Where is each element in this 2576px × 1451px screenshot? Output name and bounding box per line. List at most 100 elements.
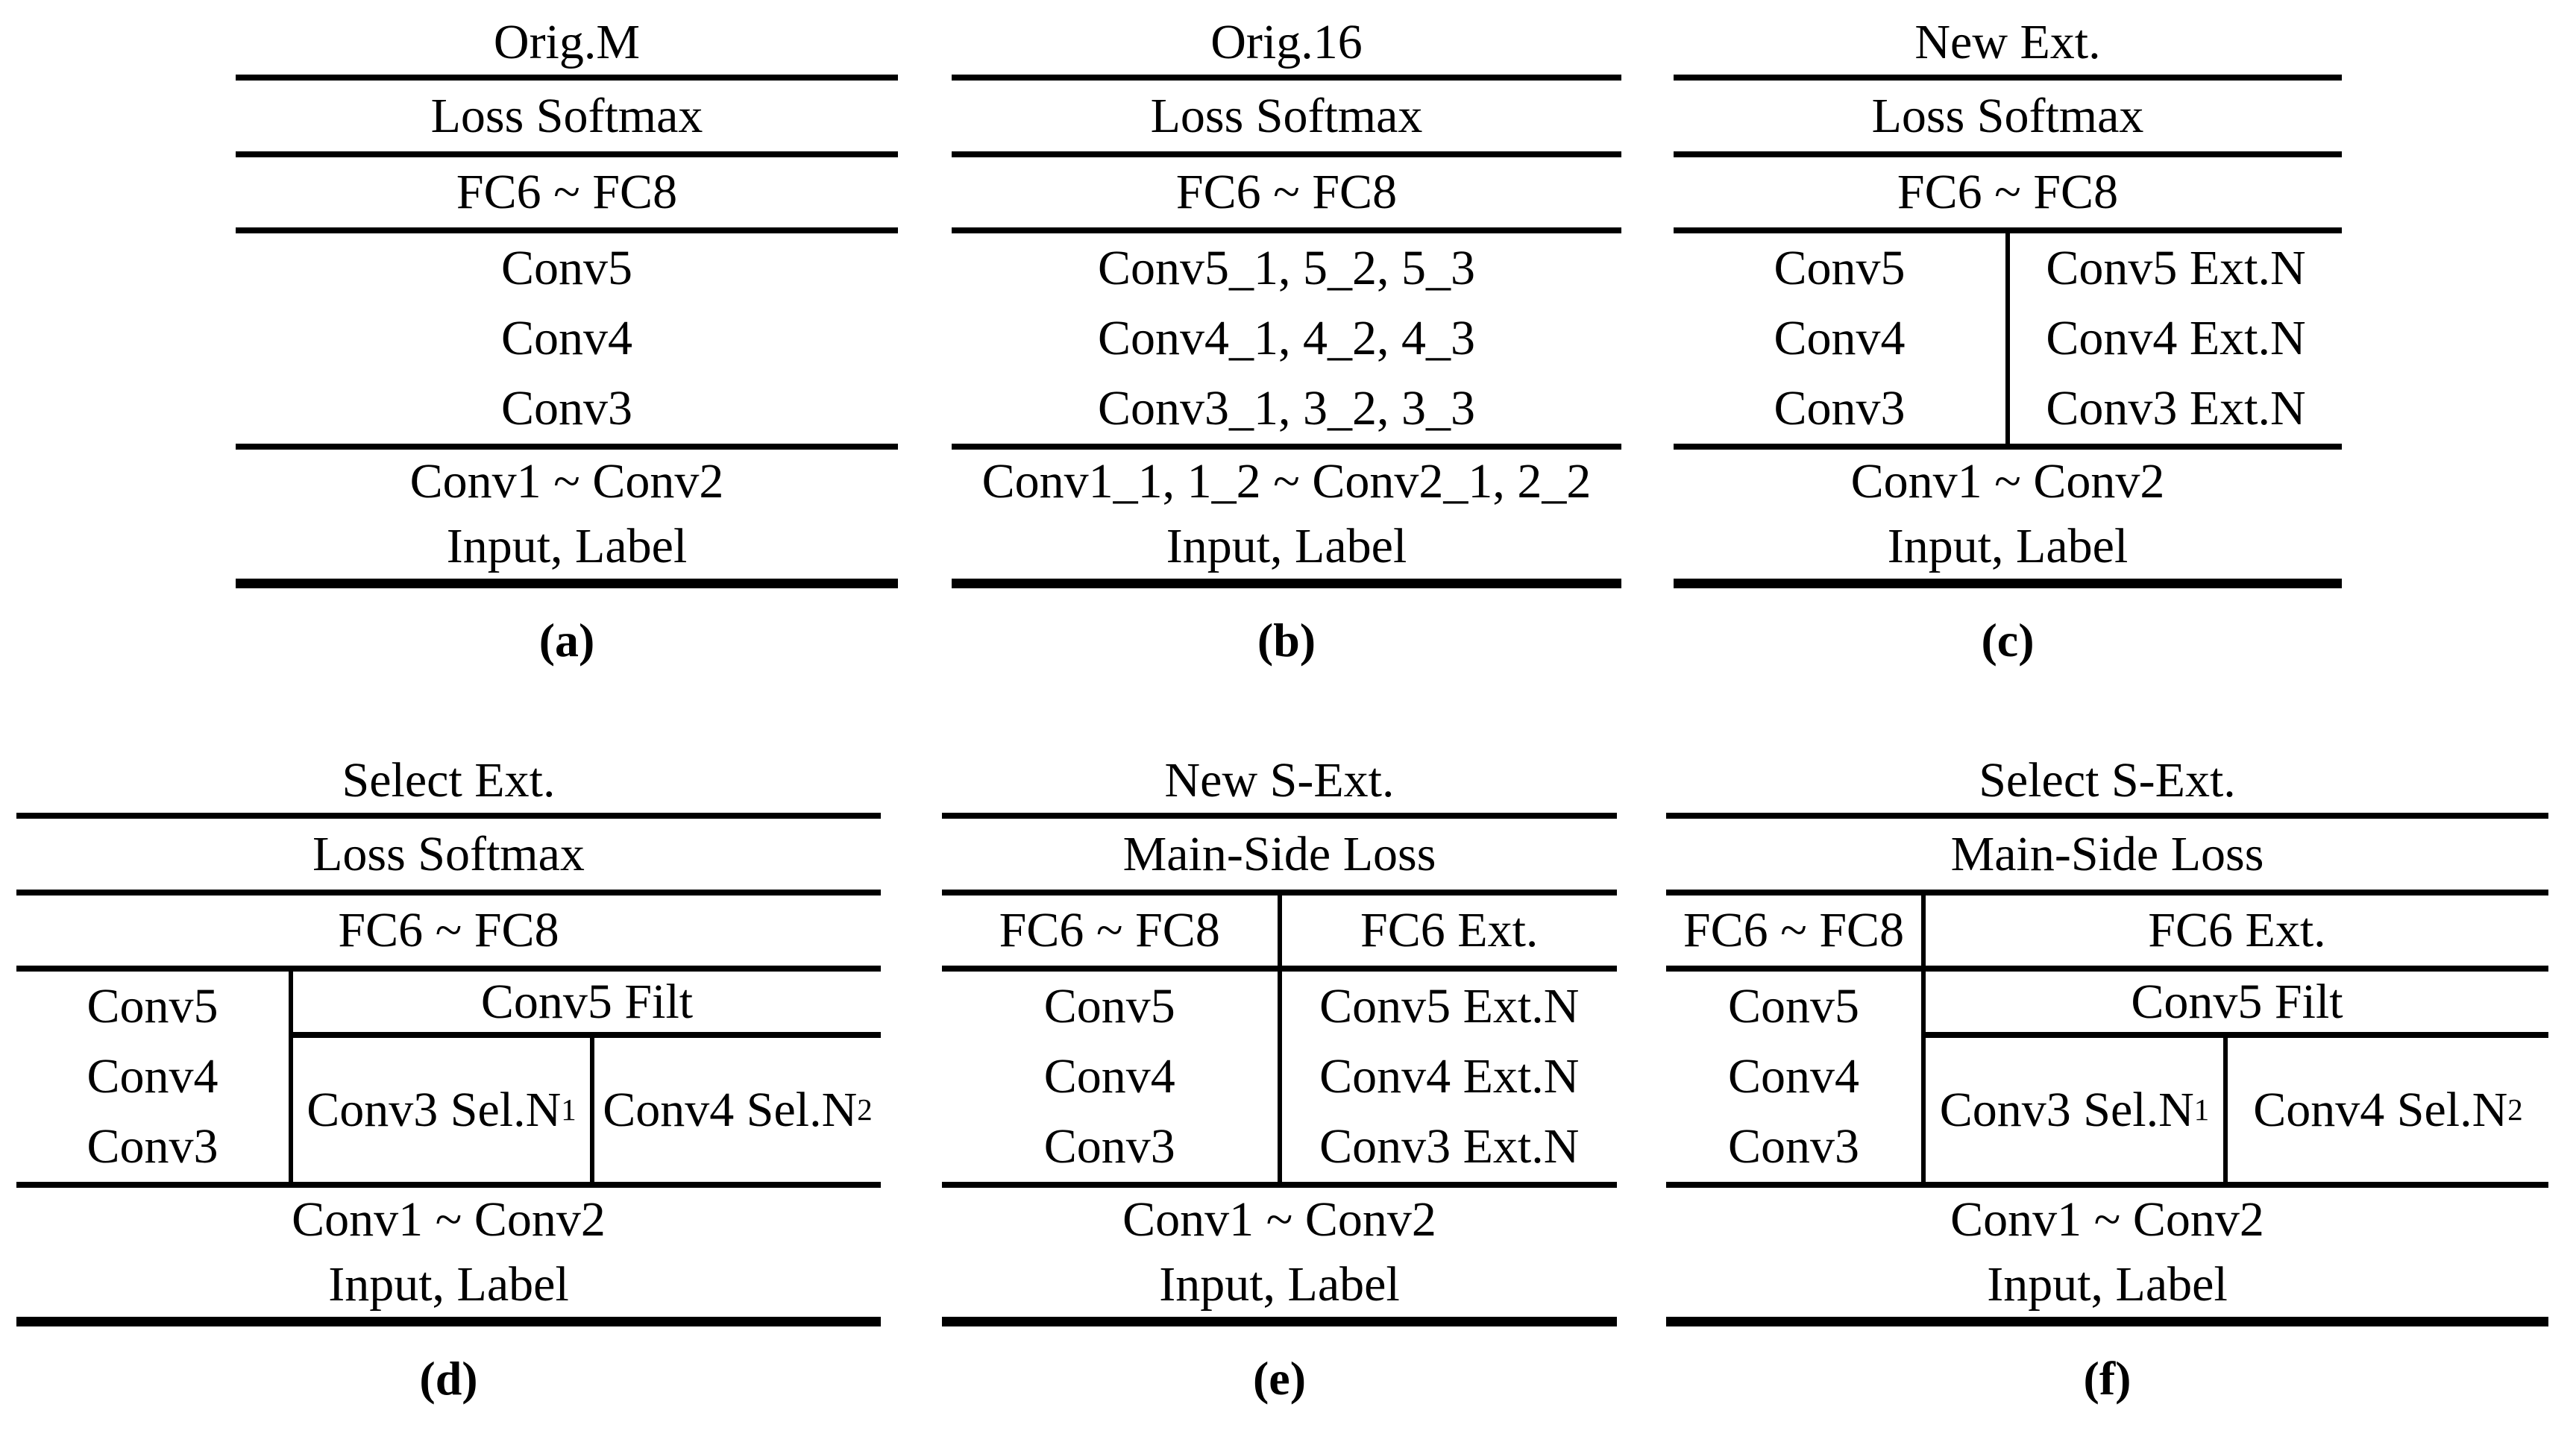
panel-new-s-ext: New S-Ext. Main-Side Loss FC6 ~ FC8 FC6 …	[942, 738, 1617, 1431]
horizontal-rule	[1674, 75, 2342, 81]
conv-ext-layer-label: Conv3 Ext.N	[2046, 381, 2306, 435]
horizontal-rule	[942, 813, 1617, 819]
conv-ext-layer-label: Conv4 Ext.N	[1319, 1049, 1580, 1104]
horizontal-rule	[942, 1182, 1617, 1188]
horizontal-rule	[1926, 1032, 2548, 1038]
lower-conv-label: Conv1 ~ Conv2	[1850, 454, 2165, 509]
conv-layer-label: Conv3	[1727, 1119, 1860, 1174]
horizontal-rule	[16, 966, 881, 972]
horizontal-rule	[942, 966, 1617, 972]
conv-layer-label: Conv3	[500, 381, 633, 435]
loss-layer-label: Main-Side Loss	[1950, 826, 2264, 881]
input-label: Input, Label	[446, 518, 688, 573]
lower-conv-label: Conv1 ~ Conv2	[292, 1192, 606, 1247]
loss-layer-label: Loss Softmax	[430, 88, 703, 143]
main-conv-column: Conv5 Conv4 Conv3	[1666, 972, 1921, 1182]
horizontal-rule	[1666, 813, 2548, 819]
loss-layer-label: Loss Softmax	[312, 826, 585, 881]
conv-layer-label: Conv3	[87, 1119, 219, 1174]
panel-caption: (d)	[419, 1352, 478, 1405]
vertical-rule	[1921, 972, 1926, 1182]
bottom-rule	[16, 1317, 881, 1326]
vertical-rule	[1277, 972, 1282, 1182]
ext-conv-column: Conv5 Ext.N Conv4 Ext.N Conv3 Ext.N	[2010, 233, 2342, 444]
horizontal-rule	[942, 890, 1617, 896]
fc-layers-label: FC6 ~ FC8	[338, 903, 559, 957]
fc-layers-label: FC6 ~ FC8	[1175, 165, 1398, 219]
input-label: Input, Label	[328, 1256, 569, 1312]
horizontal-rule	[16, 890, 881, 896]
select-label: Conv4 Sel.N	[2253, 1082, 2508, 1137]
model-title: New Ext.	[1914, 15, 2101, 69]
input-label: Input, Label	[1987, 1256, 2228, 1312]
lower-conv-label: Conv1 ~ Conv2	[1950, 1192, 2264, 1247]
loss-layer-label: Loss Softmax	[1871, 88, 2144, 143]
vertical-rule	[1277, 896, 1282, 966]
model-title: Orig.M	[493, 15, 641, 69]
panel-caption: (c)	[1981, 614, 2035, 667]
conv-layer-label: Conv4	[1774, 311, 1906, 365]
conv-section: Conv5 Conv4 Conv3 Conv5 Ext.N Conv4 Ext.…	[942, 972, 1617, 1182]
panel-select-s-ext: Select S-Ext. Main-Side Loss FC6 ~ FC8 F…	[1666, 738, 2548, 1431]
horizontal-rule	[293, 1032, 881, 1038]
main-conv-column: Conv5 Conv4 Conv3	[942, 972, 1278, 1182]
panel-select-ext: Select Ext. Loss Softmax FC6 ~ FC8 Conv5…	[16, 738, 881, 1431]
ext-conv-column: Conv5 Ext.N Conv4 Ext.N Conv3 Ext.N	[1282, 972, 1618, 1182]
vertical-rule	[2005, 233, 2010, 444]
conv-section: Conv5 Conv4 Conv3 Conv5 Filt Conv3 Sel.N…	[16, 972, 881, 1182]
loss-layer-label: Loss Softmax	[1150, 88, 1423, 143]
horizontal-rule	[1666, 890, 2548, 896]
conv-layer-label: Conv3	[1774, 381, 1906, 435]
select-label: Conv3 Sel.N	[307, 1082, 562, 1137]
bottom-rule	[952, 579, 1621, 588]
conv-section: Conv5_1, 5_2, 5_3 Conv4_1, 4_2, 4_3 Conv…	[952, 233, 1621, 444]
horizontal-rule	[1666, 1182, 2548, 1188]
conv-section: Conv5 Conv4 Conv3 Conv5 Filt Conv3 Sel.N…	[1666, 972, 2548, 1182]
model-title: Select S-Ext.	[1979, 753, 2236, 808]
horizontal-rule	[236, 444, 898, 450]
fc-layers-label: FC6 ~ FC8	[456, 165, 678, 219]
vertical-rule	[2223, 1038, 2228, 1182]
conv-layer-label: Conv4	[1727, 1049, 1860, 1104]
conv-layer-label: Conv5	[1727, 979, 1860, 1033]
horizontal-rule	[236, 227, 898, 233]
main-conv-column: Conv5 Conv4 Conv3	[1674, 233, 2005, 444]
model-title: Orig.16	[1210, 15, 1363, 69]
vertical-rule	[289, 972, 293, 1182]
horizontal-rule	[952, 444, 1621, 450]
loss-layer-label: Main-Side Loss	[1122, 826, 1436, 881]
conv-section: Conv5 Conv4 Conv3 Conv5 Ext.N Conv4 Ext.…	[1674, 233, 2342, 444]
lower-conv-label: Conv1 ~ Conv2	[1122, 1192, 1436, 1247]
conv-layer-label: Conv4	[1043, 1049, 1175, 1104]
panel-orig-16: Orig.16 Loss Softmax FC6 ~ FC8 Conv5_1, …	[952, 0, 1621, 693]
fc-ext-label: FC6 Ext.	[1360, 903, 1539, 957]
conv-ext-layer-label: Conv5 Ext.N	[1319, 979, 1580, 1033]
lower-conv-label: Conv1 ~ Conv2	[409, 454, 724, 509]
bottom-rule	[1666, 1317, 2548, 1326]
conv-section: Conv5 Conv4 Conv3	[236, 233, 898, 444]
model-title: New S-Ext.	[1164, 753, 1395, 808]
bottom-rule	[942, 1317, 1617, 1326]
input-label: Input, Label	[1166, 518, 1407, 573]
vertical-rule	[590, 1038, 594, 1182]
conv-layer-label: Conv4_1, 4_2, 4_3	[1097, 311, 1476, 365]
lower-conv-label: Conv1_1, 1_2 ~ Conv2_1, 2_2	[981, 454, 1592, 509]
fc-layers-label: FC6 ~ FC8	[1897, 165, 2119, 219]
input-label: Input, Label	[1159, 1256, 1400, 1312]
panel-orig-m: Orig.M Loss Softmax FC6 ~ FC8 Conv5 Conv…	[236, 0, 898, 693]
conv5-filt-label: Conv5 Filt	[2131, 974, 2343, 1029]
conv-ext-layer-label: Conv4 Ext.N	[2046, 311, 2306, 365]
conv-layer-label: Conv5	[500, 241, 633, 295]
select-label: Conv4 Sel.N	[603, 1082, 858, 1137]
main-conv-column: Conv5 Conv4 Conv3	[16, 972, 289, 1182]
input-label: Input, Label	[1887, 518, 2129, 573]
horizontal-rule	[1666, 966, 2548, 972]
conv5-filt-label: Conv5 Filt	[480, 974, 694, 1029]
